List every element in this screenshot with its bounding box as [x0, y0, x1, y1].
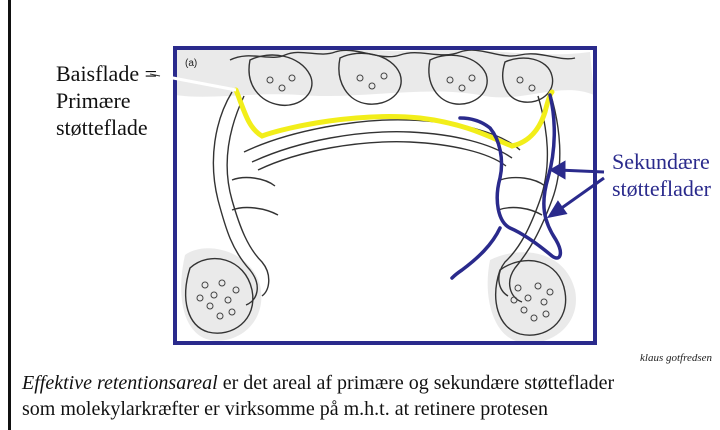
primary-label-line3: støtteflade [56, 114, 157, 141]
secondary-support-label: Sekundære støtteflader [612, 148, 711, 202]
secondary-label-line2: støtteflader [612, 175, 711, 202]
image-credit: klaus gotfredsen [640, 352, 712, 364]
primary-support-label: Baisflade = Primære støtteflade [56, 60, 157, 141]
primary-label-line2: Primære [56, 87, 157, 114]
caption: Effektive retentionsareal er det areal a… [22, 370, 720, 422]
primary-label-line1: Baisflade = [56, 60, 157, 87]
caption-line1-rest: er det areal af primære og sekundære stø… [218, 372, 615, 394]
caption-line2: som molekylarkræfter er virksomme på m.h… [22, 396, 720, 422]
caption-line1: Effektive retentionsareal er det areal a… [22, 370, 720, 396]
panel-label: (a) [185, 58, 197, 69]
secondary-label-line1: Sekundære [612, 148, 711, 175]
caption-emphasis: Effektive retentionsareal [22, 372, 218, 394]
